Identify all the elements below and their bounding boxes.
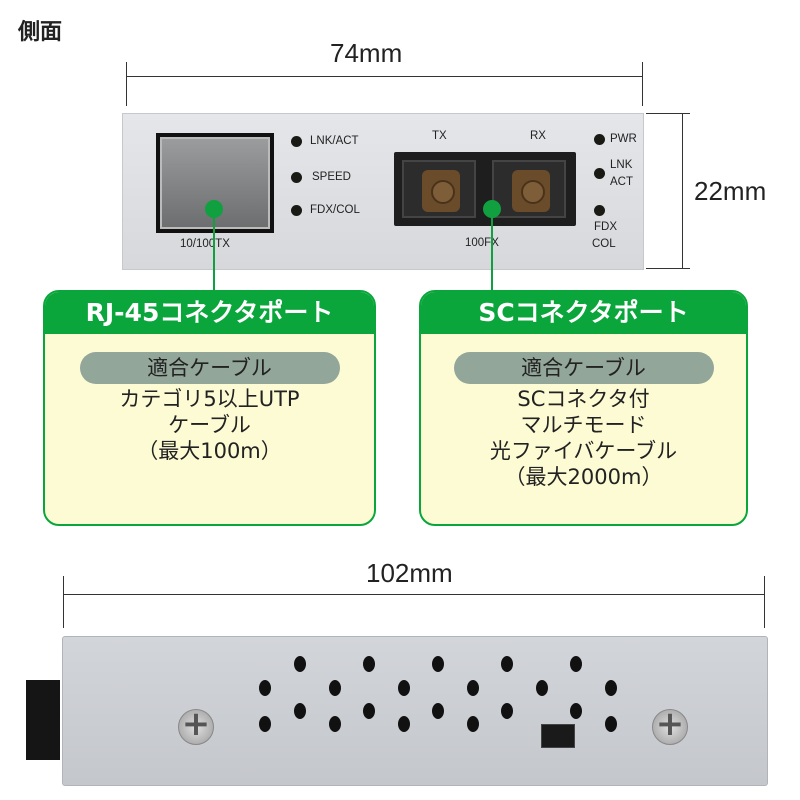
- callout-pill: 適合ケーブル: [79, 352, 340, 384]
- screw-icon: [178, 704, 214, 745]
- led-label: PWR: [610, 133, 637, 145]
- led-icon: [291, 172, 302, 183]
- vent-hole: [432, 703, 444, 719]
- callout-title: RJ-45コネクタポート: [45, 292, 374, 334]
- vent-hole: [398, 716, 410, 732]
- rj45-port: [156, 133, 274, 233]
- led-icon: [594, 205, 605, 216]
- vent-hole: [329, 680, 341, 696]
- vent-hole: [501, 656, 513, 672]
- vent-hole: [536, 680, 548, 696]
- dim-line-height: [682, 113, 683, 269]
- led-label: COL: [592, 238, 616, 250]
- callout-line: ケーブル: [168, 413, 251, 437]
- screw-icon: [652, 704, 688, 745]
- sc-callout: SCコネクタポート 適合ケーブル SCコネクタ付 マルチモード 光ファイバケーブ…: [419, 290, 748, 526]
- callout-line: SCコネクタ付: [517, 387, 650, 411]
- led-icon: [594, 134, 605, 145]
- pointer-line: [491, 210, 493, 292]
- page-title: 側面: [18, 20, 63, 45]
- depth-dimension: 102mm: [366, 558, 453, 588]
- callout-line: 光ファイバケーブル: [489, 439, 678, 463]
- vent-hole: [259, 716, 271, 732]
- vent-hole: [363, 656, 375, 672]
- vent-hole: [294, 703, 306, 719]
- dip-switch: [541, 724, 575, 748]
- vent-hole: [570, 656, 582, 672]
- vent-hole: [432, 656, 444, 672]
- dim-line-depth: [63, 594, 765, 595]
- vent-hole: [605, 680, 617, 696]
- connector-tab: [26, 680, 60, 760]
- led-label: LNK: [610, 159, 633, 171]
- led-icon: [291, 205, 302, 216]
- pointer-line: [213, 210, 215, 292]
- vent-hole: [501, 703, 513, 719]
- dim-tick-top: [646, 113, 690, 114]
- width-dimension: 74mm: [330, 38, 403, 68]
- rj45-label: 10/100TX: [180, 238, 230, 250]
- pointer-dot: [483, 200, 501, 218]
- dim-tick-right: [764, 576, 765, 628]
- vent-hole: [467, 716, 479, 732]
- callout-line: カテゴリ5以上UTP: [119, 387, 300, 411]
- callout-line: （最大2000m）: [504, 465, 663, 489]
- vent-hole: [363, 703, 375, 719]
- pointer-dot: [205, 200, 223, 218]
- height-dimension: 22mm: [694, 176, 767, 206]
- dim-tick-bottom: [646, 268, 690, 269]
- vent-hole: [605, 716, 617, 732]
- callout-title: SCコネクタポート: [421, 292, 746, 334]
- led-label: FDX: [594, 221, 617, 233]
- led-label: ACT: [610, 176, 633, 188]
- callout-line: （最大100m）: [137, 439, 282, 463]
- vent-hole: [467, 680, 479, 696]
- led-icon: [291, 136, 302, 147]
- vent-hole: [329, 716, 341, 732]
- fiber-label: 100FX: [465, 237, 499, 249]
- dim-tick-left: [63, 576, 64, 628]
- rj45-callout: RJ-45コネクタポート 適合ケーブル カテゴリ5以上UTP ケーブル （最大1…: [43, 290, 376, 526]
- dim-line-width: [126, 76, 643, 77]
- rx-label: RX: [530, 130, 546, 142]
- callout-line: マルチモード: [520, 413, 647, 437]
- dim-tick-left: [126, 62, 127, 106]
- led-label: LNK/ACT: [310, 135, 359, 147]
- vent-hole: [570, 703, 582, 719]
- tx-label: TX: [432, 130, 447, 142]
- vent-hole: [259, 680, 271, 696]
- vent-hole: [294, 656, 306, 672]
- vent-hole: [398, 680, 410, 696]
- sc-port: [394, 152, 576, 226]
- led-label: FDX/COL: [310, 204, 360, 216]
- led-label: SPEED: [312, 171, 351, 183]
- led-icon: [594, 168, 605, 179]
- callout-pill: 適合ケーブル: [453, 352, 714, 384]
- dim-tick-right: [642, 62, 643, 106]
